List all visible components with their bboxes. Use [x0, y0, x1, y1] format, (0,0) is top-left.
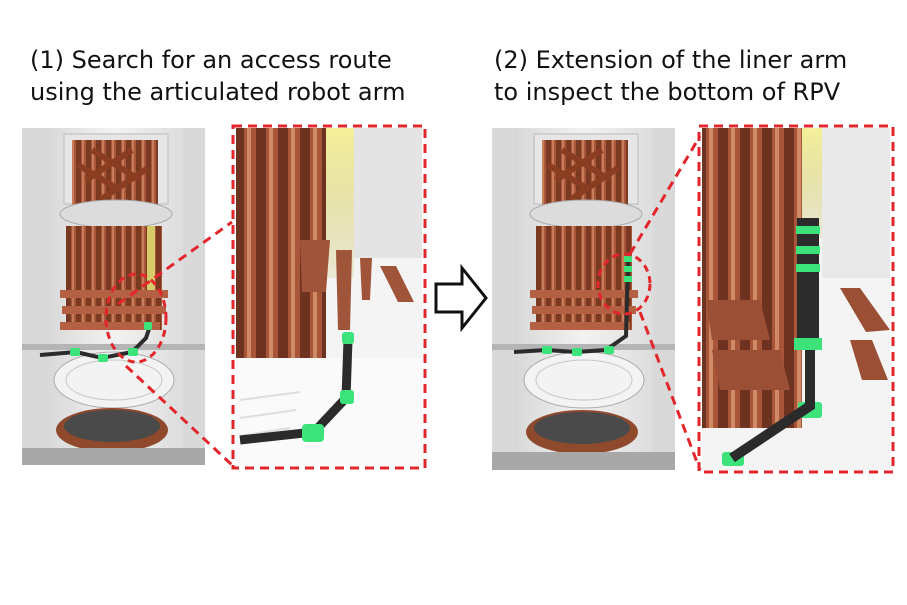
step2-zoom-leader-lines: [628, 135, 702, 471]
step1-zoom-frame: [231, 124, 427, 470]
step2-zoom-frame: [697, 124, 895, 474]
step2-overview-image: [492, 128, 675, 470]
step1-caption-line2: using the articulated robot arm: [30, 78, 406, 106]
step1-caption: (1) Search for an access route using the…: [30, 44, 405, 108]
step2-caption-line1: (2) Extension of the liner arm: [494, 46, 848, 74]
step1-caption-line1: (1) Search for an access route: [30, 46, 392, 74]
step1-overview-image: [22, 128, 205, 465]
step2-caption-line2: to inspect the bottom of RPV: [494, 78, 841, 106]
step1-zoom-leader-lines: [117, 220, 234, 467]
step2-caption: (2) Extension of the liner arm to inspec…: [494, 44, 847, 108]
step2-zoom-image: [697, 124, 895, 474]
step1-zoom-image: [231, 124, 427, 470]
right-arrow-icon: [434, 263, 488, 333]
